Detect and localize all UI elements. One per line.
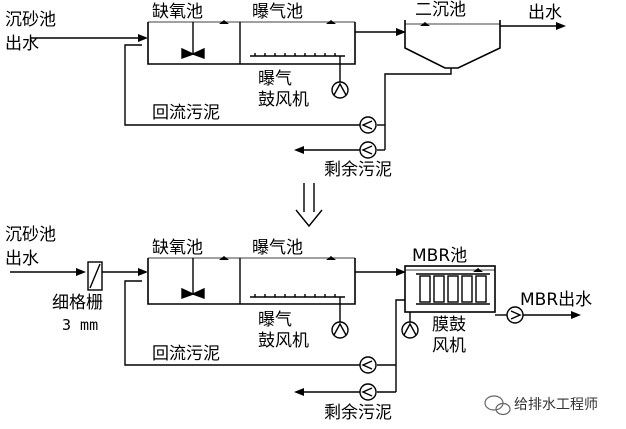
- mbr-outlet-arrow: [571, 311, 581, 319]
- top-level-mark-1: [219, 20, 229, 24]
- top-return-label: 回流污泥: [152, 103, 220, 123]
- bottom-anoxic-label: 缺氧池: [152, 238, 203, 258]
- top-waste-arrow: [294, 146, 304, 154]
- bottom-level-mark-1: [219, 256, 229, 260]
- bottom-inlet-label: 沉砂池: [5, 225, 56, 245]
- bottom-screen-out-arrow: [138, 268, 148, 276]
- top-clarifier-level-mark: [420, 22, 430, 26]
- top-to-clarifier-arrow: [396, 28, 406, 36]
- top-sludge-line: [384, 68, 452, 150]
- top-outlet-label: 出水: [528, 3, 562, 23]
- bottom-diffuser-icon: [250, 294, 345, 322]
- bottom-inlet-label-2: 出水: [5, 249, 39, 269]
- bottom-waste-pump-icon: [359, 383, 377, 401]
- bottom-blower-icon: [331, 321, 349, 339]
- bottom-waste-label: 剩余污泥: [324, 403, 392, 423]
- top-aeration-label: 曝气池: [252, 2, 303, 22]
- membrane-blower-label-1: 膜鼓: [432, 315, 466, 335]
- top-clarifier-label: 二沉池: [415, 0, 466, 20]
- top-diffuser-icon: [250, 53, 345, 82]
- bottom-return-pump-icon: [359, 356, 377, 374]
- screen-size-label: 3 mm: [62, 316, 98, 334]
- top-blower-label-1: 曝气: [258, 69, 292, 89]
- top-inlet-arrow: [138, 34, 148, 42]
- mbr-label: MBR池: [412, 246, 467, 266]
- top-return-line-b: [124, 44, 360, 126]
- top-anoxic-label: 缺氧池: [152, 2, 203, 22]
- membrane-blower-icon: [401, 321, 419, 339]
- top-process: 沉砂池 出水 缺氧池 曝气池: [5, 0, 566, 180]
- top-outlet-arrow: [556, 22, 566, 30]
- top-level-mark-2: [326, 20, 336, 24]
- bottom-mixer-icon: [181, 258, 205, 299]
- top-bio-tank: [147, 22, 356, 65]
- membrane-module-icon: [416, 273, 490, 305]
- watermark-text: 给排水工程师: [514, 397, 598, 413]
- wechat-icon: [484, 395, 511, 416]
- mbr-tank: [404, 265, 496, 313]
- top-inlet-label: 沉砂池: [5, 10, 56, 30]
- top-inlet-label-2: 出水: [5, 34, 39, 54]
- top-clarifier: [404, 20, 501, 69]
- bottom-blower-label-1: 曝气: [258, 310, 292, 330]
- bottom-return-line-b: [124, 280, 360, 366]
- bottom-blower-label-2: 鼓风机: [258, 331, 309, 351]
- top-waste-pump-icon: [359, 141, 377, 159]
- transition-arrow: [295, 183, 323, 228]
- mbr-outlet-label: MBR出水: [520, 290, 592, 310]
- top-mixer-icon: [181, 22, 205, 59]
- bottom-process: 沉砂池 出水 细格栅 3 mm 缺氧池 曝气池: [5, 225, 592, 423]
- bottom-bio-tank: [147, 258, 356, 305]
- bottom-inlet-arrow: [76, 268, 86, 276]
- watermark: 给排水工程师: [484, 395, 598, 416]
- screen-label: 细格栅: [52, 293, 103, 313]
- bottom-level-mark-2: [326, 256, 336, 260]
- bottom-aeration-label: 曝气池: [252, 238, 303, 258]
- bottom-to-mbr-arrow: [396, 268, 406, 276]
- top-return-pump-icon: [359, 116, 377, 134]
- top-blower-icon: [331, 81, 349, 99]
- membrane-blower-label-2: 风机: [432, 336, 466, 356]
- mbr-level-mark: [473, 268, 483, 272]
- top-waste-label: 剩余污泥: [324, 160, 392, 180]
- fine-screen-icon: [87, 261, 103, 291]
- bottom-return-label: 回流污泥: [152, 344, 220, 364]
- mbr-sludge-line: [395, 299, 405, 392]
- top-blower-label-2: 鼓风机: [258, 90, 309, 110]
- bottom-waste-arrow: [294, 388, 304, 396]
